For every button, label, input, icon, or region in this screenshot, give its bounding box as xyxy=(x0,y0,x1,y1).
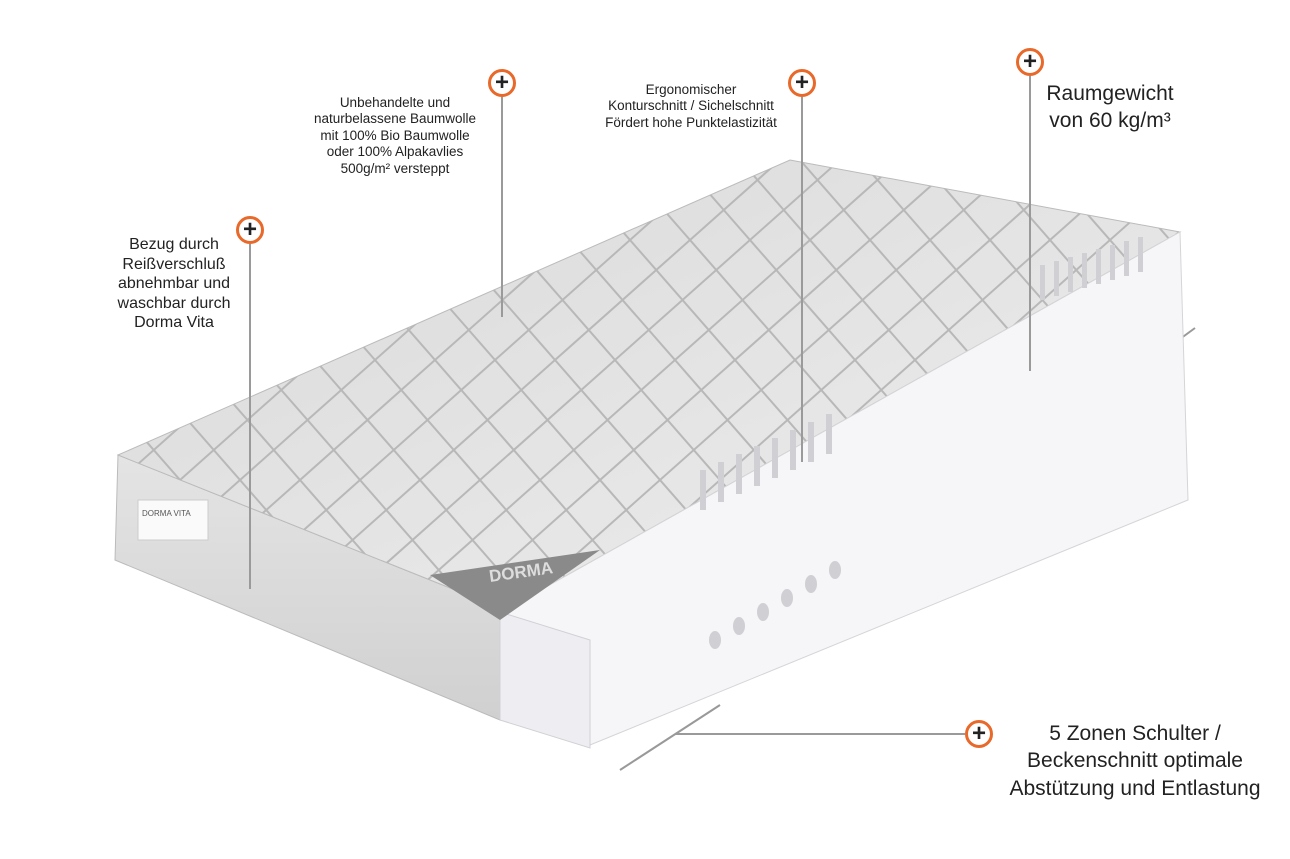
foam-slot xyxy=(1040,265,1045,300)
quilt-line xyxy=(118,160,961,610)
foam-slot xyxy=(754,446,760,486)
foam-hole xyxy=(733,617,745,635)
quilt-line xyxy=(359,160,1061,610)
quilt-line xyxy=(299,160,1001,610)
annotation-density-text: Raumgewicht von 60 kg/m³ xyxy=(1046,82,1174,133)
plus-icon[interactable]: + xyxy=(1016,48,1044,76)
quilt-line xyxy=(118,160,181,610)
quilt-line xyxy=(118,160,841,610)
quilt-line xyxy=(118,160,161,610)
quilt-line xyxy=(179,160,881,610)
foam-slot xyxy=(1110,245,1115,280)
quilt-line xyxy=(239,160,941,610)
quilt-line xyxy=(119,160,821,610)
annotation-cotton-text: Unbehandelte und naturbelassene Baumwoll… xyxy=(313,95,477,176)
quilt-line xyxy=(479,160,1180,610)
quilt-line xyxy=(118,160,721,610)
foam-cuts xyxy=(700,237,1143,649)
quilt-line xyxy=(118,160,121,610)
annotation-line xyxy=(801,97,803,462)
foam-hole xyxy=(757,603,769,621)
annotation-line xyxy=(675,733,965,735)
quilt-line xyxy=(1260,0,1290,800)
foam-slot xyxy=(772,438,778,478)
quilt-line xyxy=(118,160,901,610)
quilt-line xyxy=(118,160,281,610)
quilt-line xyxy=(0,0,60,800)
foam-hole xyxy=(781,589,793,607)
foam-slot xyxy=(1054,261,1059,296)
quilt-line xyxy=(118,160,781,610)
plus-icon[interactable]: + xyxy=(965,720,993,748)
plus-icon[interactable]: + xyxy=(788,69,816,97)
quilt-line xyxy=(419,160,1180,610)
foam-slot xyxy=(736,454,742,494)
quilt-line xyxy=(1260,0,1290,800)
foam-slot xyxy=(1082,253,1087,288)
quilt-line xyxy=(179,160,1081,610)
foam-hole xyxy=(709,631,721,649)
quilt-line xyxy=(119,160,1021,610)
quilt-line xyxy=(0,0,100,800)
quilt-line xyxy=(118,160,241,610)
annotation-line xyxy=(249,244,251,589)
foam-slot xyxy=(1096,249,1101,284)
foam-slot xyxy=(1068,257,1073,292)
foam-slot xyxy=(700,470,706,510)
foam-slot xyxy=(808,422,814,462)
plus-icon[interactable]: + xyxy=(236,216,264,244)
foam-slot xyxy=(1138,237,1143,272)
quilt-line xyxy=(419,160,1121,610)
foam-slot xyxy=(790,430,796,470)
quilt-line xyxy=(0,0,40,800)
quilt-line xyxy=(299,160,1180,610)
annotation-line xyxy=(501,97,503,317)
foam-slot xyxy=(826,414,832,454)
quilt-line xyxy=(118,160,761,610)
quilt-line xyxy=(118,160,701,610)
quilt-line xyxy=(1200,0,1290,800)
annotation-cover-text: Bezug durch Reißverschluß abnehmbar und … xyxy=(117,236,231,332)
annotation-zones-text: 5 Zonen Schulter / Beckenschnitt optimal… xyxy=(1009,722,1261,800)
quilt-line xyxy=(359,160,1180,610)
svg-text:DORMA VITA: DORMA VITA xyxy=(142,509,191,518)
foam-hole xyxy=(805,575,817,593)
foam-end xyxy=(499,611,591,749)
foam-slot xyxy=(718,462,724,502)
brand-logo: DORMA DORMA VITA xyxy=(137,499,600,620)
plus-icon[interactable]: + xyxy=(488,69,516,97)
quilt-line xyxy=(118,160,641,610)
foam-hole xyxy=(829,561,841,579)
annotation-line xyxy=(1029,76,1031,371)
foam-slot xyxy=(1124,241,1129,276)
quilt-line xyxy=(1200,0,1290,800)
annotation-contour-text: Ergonomischer Konturschnitt / Sichelschn… xyxy=(605,82,777,130)
quilt-line xyxy=(239,160,1141,610)
quilt-line xyxy=(118,160,221,610)
